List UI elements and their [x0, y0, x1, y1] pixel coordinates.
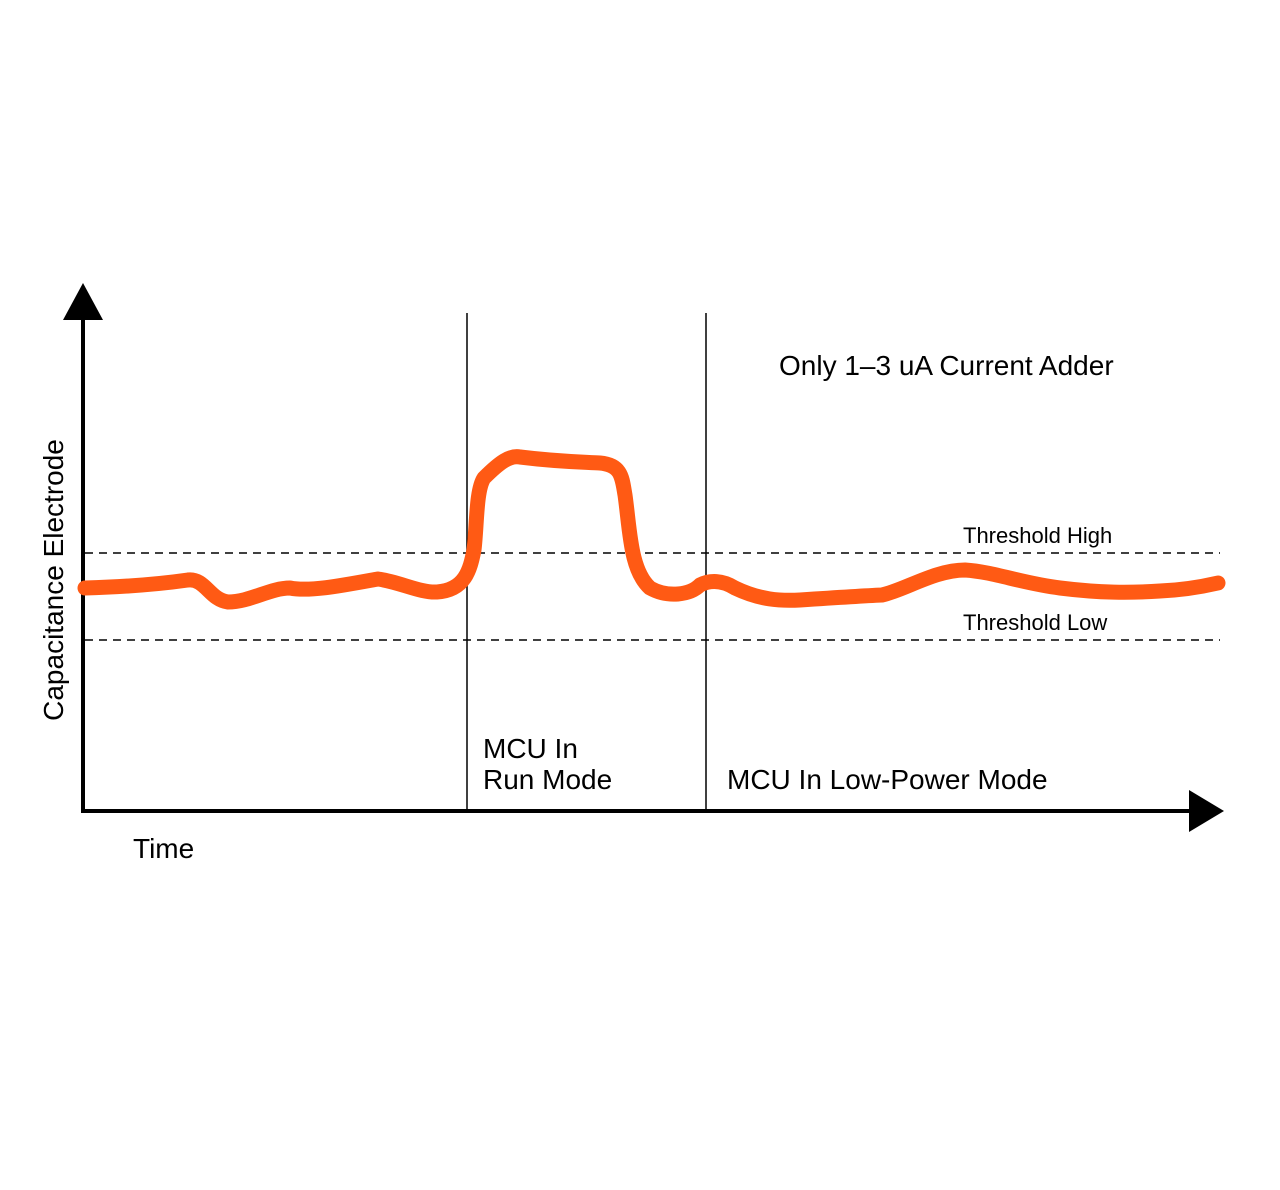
threshold-high-label: Threshold High [963, 523, 1112, 548]
x-axis-arrowhead [1189, 790, 1224, 832]
y-axis-arrowhead [63, 283, 103, 320]
current-adder-annotation: Only 1–3 uA Current Adder [779, 350, 1114, 381]
low-power-mode-label: MCU In Low-Power Mode [727, 764, 1048, 795]
capacitance-signal-curve [77, 449, 1226, 610]
x-axis-label: Time [133, 833, 194, 864]
y-axis-label: Capacitance Electrode [38, 439, 69, 721]
run-mode-label-line2: Run Mode [483, 764, 612, 795]
run-mode-label-line1: MCU In [483, 733, 578, 764]
threshold-low-label: Threshold Low [963, 610, 1107, 635]
